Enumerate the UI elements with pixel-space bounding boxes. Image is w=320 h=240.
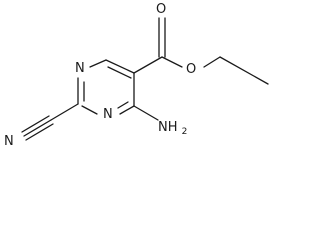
bond-c2-cn: [50, 103, 79, 121]
amine-label: NH: [158, 120, 178, 135]
bond-oester-ch2: [203, 56, 221, 68]
atom-n1: N: [75, 61, 85, 76]
atom-nitrile-n: N: [4, 134, 14, 149]
bond-triple-b: [21, 115, 50, 133]
bond-c4-n3: [119, 105, 135, 115]
bond-c4-n3-inner: [117, 101, 129, 109]
structure-drawing: N N N O O NH 2: [4, 2, 269, 149]
bond-ch2-ch3: [219, 56, 269, 85]
bond-c4-nh2: [133, 105, 159, 121]
molecule-canvas: N N N O O NH 2: [4, 2, 269, 149]
atom-n3: N: [103, 107, 113, 122]
atom-amine: NH 2: [158, 120, 187, 137]
atom-carbonyl-o: O: [156, 2, 166, 17]
bond-triple-c: [25, 123, 54, 141]
bond-carbonyl-oester: [161, 56, 183, 68]
bond-n1-c6: [89, 59, 107, 68]
bonds: [21, 17, 269, 141]
atom-labels: N N N O O NH 2: [4, 2, 196, 149]
atom-ester-o: O: [186, 62, 196, 77]
bond-c6-c5-inner: [107, 66, 132, 79]
bond-c6-c5: [105, 59, 135, 74]
bond-c5-carbonyl: [133, 56, 163, 74]
bond-n3-c2: [81, 105, 98, 115]
amine-subscript: 2: [182, 127, 188, 137]
bond-triple-a: [23, 119, 52, 137]
